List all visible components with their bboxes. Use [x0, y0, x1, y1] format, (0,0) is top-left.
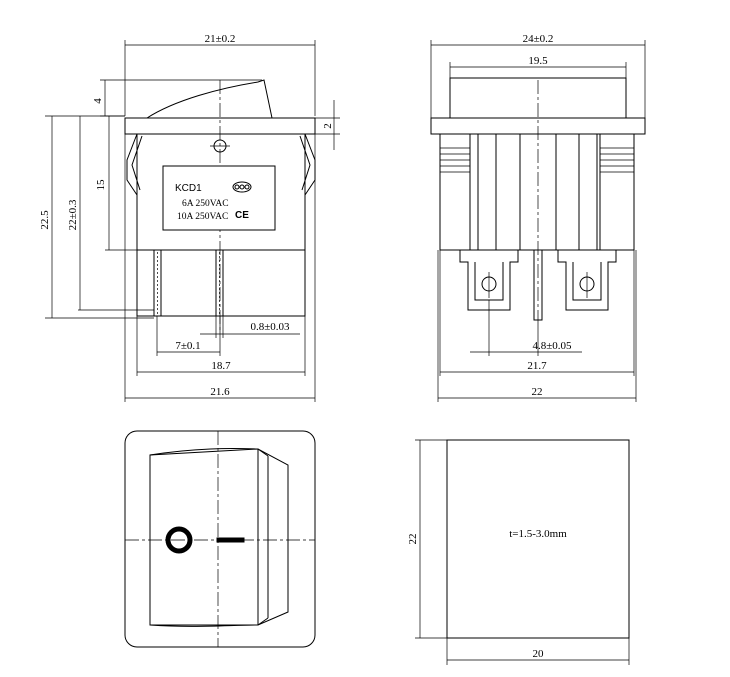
rocker-actuator: [146, 79, 273, 119]
dim-body-width: 18.7: [211, 360, 231, 372]
dim-frame-thickness: 2: [322, 123, 334, 129]
dim-overall-height: 22.5: [39, 210, 51, 230]
terminal-pin-right: [215, 249, 224, 317]
ce-mark-icon: CE: [235, 210, 249, 221]
dim-side-overall-width: 22: [532, 386, 543, 398]
front-view: KCD1 6A 250VAC 10A 250VAC CE 21±0.2 4 2: [39, 33, 340, 402]
dim-pin-thickness: 0.8±0.03: [250, 321, 290, 333]
top-view: [124, 430, 316, 648]
dim-height-tolerance: 22±0.3: [67, 199, 79, 230]
panel-cutout-view: t=1.5-3.0mm 22 20: [407, 439, 630, 665]
side-view: 24±0.2 19.5 4.8±0.05 21.7 22: [430, 33, 646, 402]
snap-clip-left: [126, 133, 143, 196]
switch-body-side: [439, 133, 635, 251]
ribs-right: [599, 134, 634, 250]
dim-terminal-spacing: 4.8±0.05: [532, 340, 572, 352]
dim-rocker-height: 4: [92, 98, 104, 104]
model-text: KCD1: [175, 183, 202, 194]
panel-thickness-note: t=1.5-3.0mm: [509, 528, 567, 540]
label-plate: [162, 165, 276, 231]
terminal-right: [557, 250, 617, 311]
rating-10a-text: 10A 250VAC: [177, 212, 228, 222]
off-symbol-icon: [165, 526, 193, 554]
switch-base: [136, 249, 306, 317]
top-bezel: [124, 430, 316, 648]
terminal-pin-left: [153, 249, 162, 317]
dim-body-height: 15: [95, 179, 107, 191]
dim-cutout-height: 22: [407, 534, 419, 545]
dim-overall-width: 21.6: [210, 386, 230, 398]
dim-pin-spacing: 7±0.1: [175, 340, 200, 352]
dim-side-body-width: 21.7: [527, 360, 547, 372]
dim-cutout-width: 20: [533, 648, 545, 660]
dim-top-width: 21±0.2: [205, 33, 236, 45]
panel-cutout: [446, 439, 630, 639]
on-symbol-icon: [216, 537, 245, 543]
dim-side-inner-width: 19.5: [528, 55, 548, 67]
dim-side-top-width: 24±0.2: [523, 33, 554, 45]
ribs-left: [440, 134, 471, 250]
snap-clip-right: [299, 133, 316, 196]
rating-6a-text: 6A 250VAC: [182, 199, 229, 209]
cqc-mark-icon: [232, 181, 252, 193]
